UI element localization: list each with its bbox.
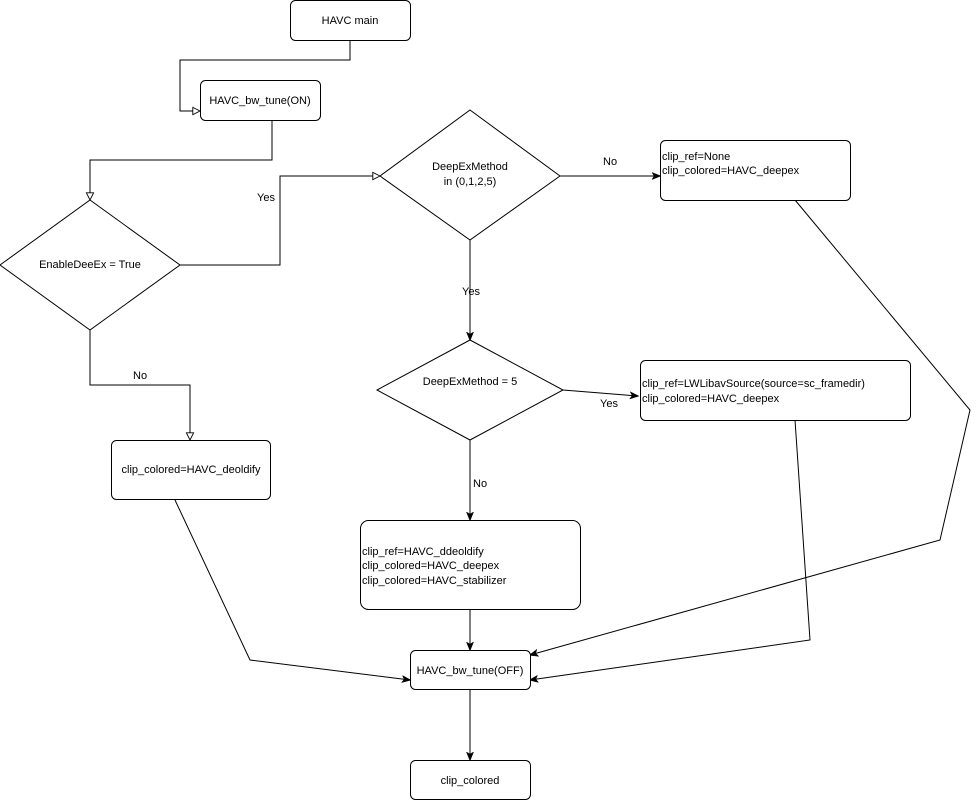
node-lwlibav-line-1: clip_ref=LWLibavSource(source=sc_framedi… — [642, 378, 865, 390]
edge-enable-yes-to-method-in — [180, 176, 380, 266]
edge-method5-yes-to-lwlibav — [562, 389, 638, 396]
decision-deepex-method-in-line-2: in (0,1,2,5) — [444, 176, 497, 188]
node-ddeoldify-line-1: clip_ref=HAVC_ddeoldify — [362, 546, 484, 558]
node-havc-main-label: HAVC main — [322, 15, 379, 27]
edge-enable-no-to-deoldify — [89, 330, 190, 440]
node-bw-tune-on: HAVC_bw_tune(ON) — [200, 80, 321, 121]
edge-label-method-in-yes: Yes — [462, 286, 480, 298]
edge-label-enable-yes: Yes — [257, 192, 275, 204]
edge-label-method5-yes: Yes — [600, 398, 618, 410]
decision-deepex-method-in: DeepExMethod in (0,1,2,5) — [379, 109, 561, 241]
node-clip-colored: clip_colored — [410, 760, 531, 800]
edge-label-method-in-no: No — [603, 156, 617, 168]
node-ddeoldify-line-3: clip_colored=HAVC_stabilizer — [362, 575, 507, 587]
edge-deoldify-to-bw-tune-off — [174, 499, 410, 680]
node-bw-tune-off-label: HAVC_bw_tune(OFF) — [417, 665, 524, 677]
decision-deepex-method-5: DeepExMethod = 5 — [375, 339, 565, 441]
edge-main-to-bw-tune-on — [179, 40, 351, 111]
node-ddeoldify-line-2: clip_colored=HAVC_deepex — [362, 560, 500, 572]
node-clip-ref-none-line-2: clip_colored=HAVC_deepex — [662, 165, 800, 177]
node-bw-tune-off: HAVC_bw_tune(OFF) — [410, 650, 531, 690]
edge-labels: Yes No No Yes Yes No — [133, 156, 618, 490]
edge-lwlibav-to-bw-tune-off — [530, 419, 811, 680]
edge-bw-tune-on-to-enable-deeex — [90, 120, 273, 200]
edge-label-enable-no: No — [133, 370, 147, 382]
edge-label-method5-no: No — [473, 478, 487, 490]
node-havc-main: HAVC main — [290, 0, 411, 41]
node-lwlibav-line-2: clip_colored=HAVC_deepex — [642, 393, 780, 405]
node-lwlibav: clip_ref=LWLibavSource(source=sc_framedi… — [640, 360, 911, 421]
decision-enable-deeex: EnableDeeEx = True — [0, 199, 181, 331]
edge-clip-ref-none-to-bw-tune-off — [530, 199, 971, 655]
node-clip-colored-label: clip_colored — [441, 775, 500, 787]
node-deoldify: clip_colored=HAVC_deoldify — [111, 440, 271, 500]
decision-deepex-method-5-label: DeepExMethod = 5 — [423, 376, 517, 388]
node-ddeoldify: clip_ref=HAVC_ddeoldify clip_colored=HAV… — [360, 520, 581, 610]
decision-deepex-method-in-line-1: DeepExMethod — [432, 161, 508, 173]
node-deoldify-label: clip_colored=HAVC_deoldify — [122, 464, 261, 476]
edges — [89, 40, 971, 760]
node-clip-ref-none: clip_ref=None clip_colored=HAVC_deepex — [660, 140, 851, 201]
decision-enable-deeex-label: EnableDeeEx = True — [39, 259, 141, 271]
node-clip-ref-none-line-1: clip_ref=None — [662, 151, 730, 163]
node-bw-tune-on-label: HAVC_bw_tune(ON) — [209, 95, 310, 107]
